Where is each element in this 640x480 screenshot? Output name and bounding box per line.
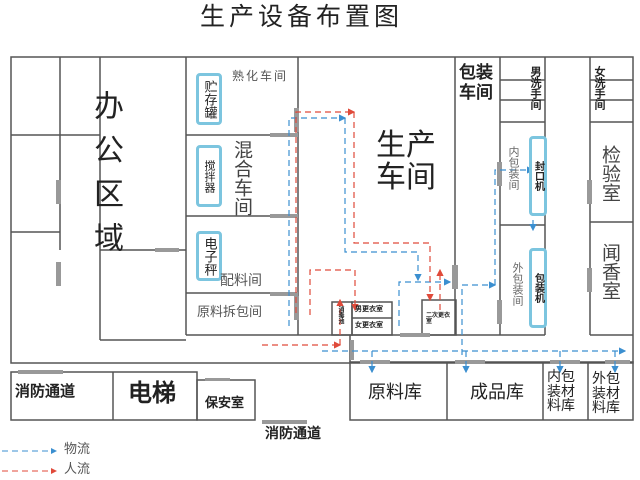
legend-lines	[2, 448, 57, 474]
walls	[10, 56, 634, 421]
legend-material: 物流	[64, 442, 91, 457]
room-mixing: 混合车间	[231, 140, 253, 216]
room-product-store: 成品库	[470, 382, 524, 403]
equipment-tank: 贮存罐	[196, 73, 222, 125]
legend-people: 人流	[64, 462, 91, 477]
room-raw-store: 原料库	[368, 382, 422, 403]
room-women-change: 女更衣室	[355, 321, 383, 329]
room-second-change: 二次更衣室	[426, 312, 451, 325]
room-inner-mat: 内包装材料库	[547, 369, 575, 415]
equipment-sealer: 封口机	[529, 136, 547, 216]
equipment-mixer: 搅拌器	[196, 145, 222, 207]
room-office: 办公区域	[88, 90, 123, 266]
room-women-wash: 女洗手间	[593, 66, 606, 110]
material-flow	[288, 114, 627, 374]
room-security: 保安室	[205, 396, 245, 411]
room-aging: 熟化车间	[232, 69, 289, 83]
room-fire-left: 消防通道	[15, 382, 76, 400]
page-title: 生产设备布置图	[200, 2, 404, 31]
room-production: 生产车间	[376, 128, 436, 195]
room-outer-pack: 外包装间	[511, 262, 524, 306]
room-smell: 闻香室	[599, 243, 621, 300]
room-men-change: 男更衣室	[355, 305, 383, 313]
room-fire-bottom: 消防通道	[265, 426, 321, 442]
room-outer-mat: 外包装材料库	[592, 371, 620, 417]
equipment-scale: 电子秤	[196, 231, 222, 281]
equipment-packer: 包装机	[529, 248, 547, 328]
people-flow	[262, 108, 444, 349]
room-elevator: 电梯	[128, 379, 176, 407]
room-batching: 配料间	[220, 273, 262, 289]
room-disinfect: 消毒池	[337, 306, 344, 324]
room-men-wash: 男洗手间	[529, 66, 542, 110]
room-unpacking: 原料拆包间	[197, 305, 263, 320]
room-inner-pack: 内包装间	[507, 146, 520, 190]
room-inspection: 检验室	[599, 145, 621, 202]
room-packaging: 包装车间	[459, 63, 493, 103]
